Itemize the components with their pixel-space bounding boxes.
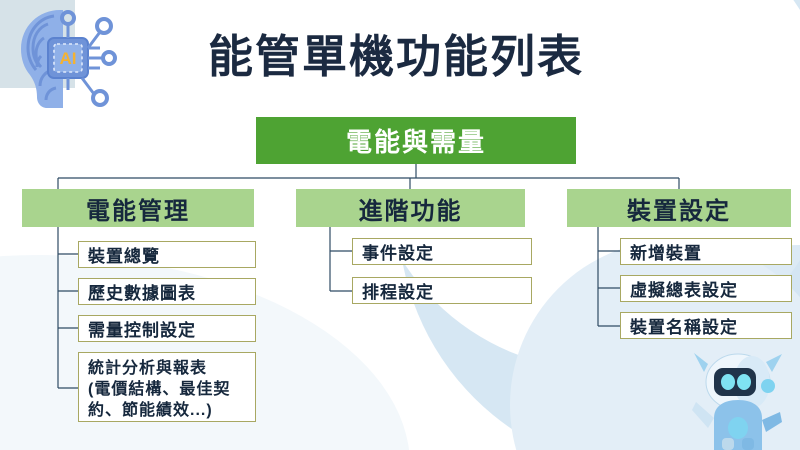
- heading-power-management[interactable]: 電能管理: [22, 189, 254, 227]
- leaf-virtual-meter-setting[interactable]: 虛擬總表設定: [620, 275, 792, 302]
- leaf-line: (電價結構、最佳契: [88, 381, 231, 398]
- leaf-demand-control-setting[interactable]: 需量控制設定: [78, 315, 256, 342]
- svg-text:AI: AI: [60, 49, 77, 68]
- heading-advanced-functions[interactable]: 進階功能: [296, 189, 525, 227]
- robot-mascot-icon: [692, 353, 782, 450]
- leaf-line: 統計分析與報表: [88, 360, 208, 377]
- leaf-event-setting[interactable]: 事件設定: [352, 238, 532, 265]
- leaf-statistics-analysis-report[interactable]: 統計分析與報表 (電價結構、最佳契 約、節能績效...): [78, 352, 256, 422]
- root-node-electricity-demand[interactable]: 電能與需量: [256, 117, 576, 164]
- heading-device-settings[interactable]: 裝置設定: [567, 189, 791, 227]
- leaf-add-device[interactable]: 新增裝置: [620, 238, 792, 265]
- leaf-history-data-chart[interactable]: 歷史數據圖表: [78, 278, 256, 305]
- leaf-device-name-setting[interactable]: 裝置名稱設定: [620, 312, 792, 339]
- leaf-device-overview[interactable]: 裝置總覽: [78, 241, 256, 268]
- leaf-line: 約、節能績效...): [88, 402, 213, 419]
- page-title: 能管單機功能列表: [208, 31, 585, 82]
- leaf-schedule-setting[interactable]: 排程設定: [352, 277, 532, 304]
- ai-brain-chip-icon: AI: [21, 10, 117, 108]
